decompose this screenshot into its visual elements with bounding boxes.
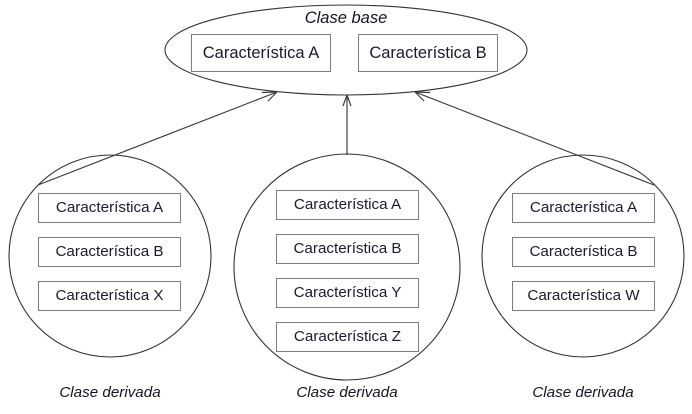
derived-class-2-feature-box: Característica A	[276, 190, 419, 220]
base-class-ellipse	[164, 4, 528, 96]
derived-class-3-feature-box: Característica W	[512, 281, 655, 311]
derived-class-1-feature-box: Característica X	[38, 281, 181, 311]
derived-class-2-feature-box: Característica Z	[276, 322, 419, 352]
derived-class-3-feature-label: Característica B	[529, 243, 638, 261]
inheritance-arrow-left	[37, 91, 278, 186]
derived-class-3-feature-box: Característica A	[512, 193, 655, 223]
derived-class-1-feature-box: Característica A	[38, 193, 181, 223]
derived-class-2-feature-box: Característica Y	[276, 278, 419, 308]
derived-class-2-feature-label: Característica B	[293, 240, 402, 258]
derived-class-2-feature-box: Característica B	[276, 234, 419, 264]
derived-class-3-caption: Clase derivada	[532, 384, 634, 401]
base-class-feature-box: Característica B	[358, 34, 498, 72]
base-class-feature-label: Característica B	[369, 43, 487, 62]
derived-class-3-feature-label: Característica A	[529, 199, 638, 217]
inheritance-arrow-right	[414, 91, 655, 186]
derived-class-2-feature-label: Característica Y	[293, 284, 402, 302]
derived-class-3-feature-box: Característica B	[512, 237, 655, 267]
derived-class-1-feature-label: Característica A	[55, 199, 164, 217]
inheritance-arrow-middle	[342, 94, 352, 155]
base-class-feature-box: Característica A	[191, 34, 331, 72]
derived-class-3-feature-label: Característica W	[527, 287, 640, 305]
derived-class-2-feature-label: Característica A	[293, 196, 402, 214]
base-class-title: Clase base	[304, 9, 388, 27]
base-class-feature-label: Característica A	[202, 43, 320, 62]
derived-class-1-feature-label: Característica B	[55, 243, 164, 261]
derived-class-2-caption: Clase derivada	[296, 384, 398, 401]
derived-class-1-feature-label: Característica X	[55, 287, 164, 305]
derived-class-1-caption: Clase derivada	[59, 384, 161, 401]
derived-class-1-feature-box: Característica B	[38, 237, 181, 267]
derived-class-2-feature-label: Característica Z	[293, 328, 402, 346]
